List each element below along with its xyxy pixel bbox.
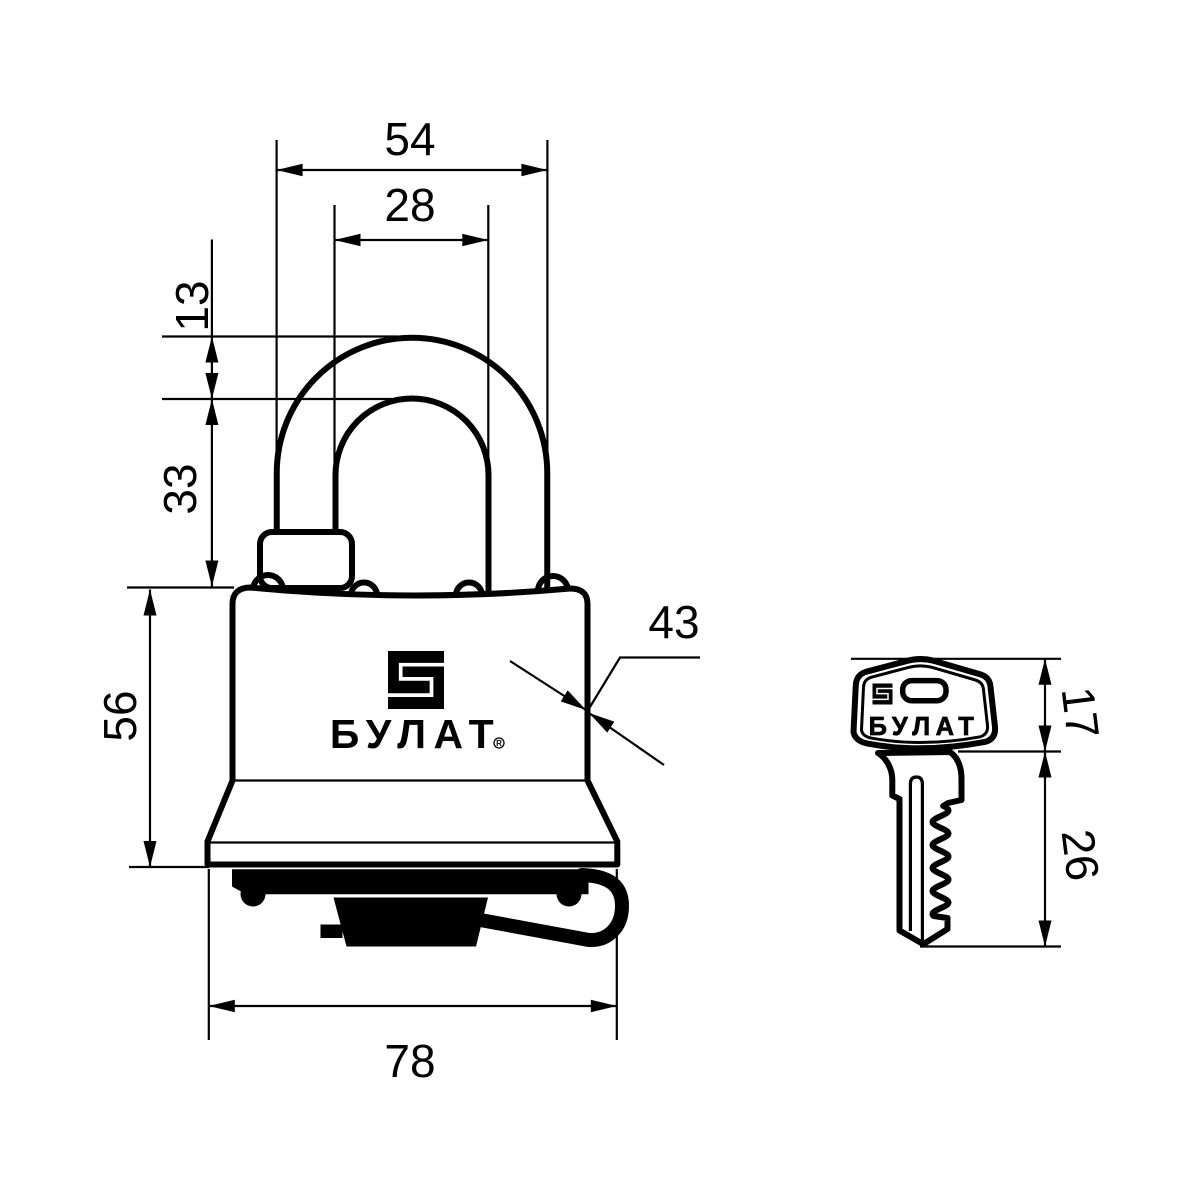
svg-text:БУЛАТ: БУЛАТ: [869, 713, 980, 741]
svg-text:78: 78: [384, 1035, 435, 1087]
svg-text:54: 54: [384, 113, 435, 165]
svg-text:43: 43: [648, 596, 699, 648]
svg-text:БУЛАТ: БУЛАТ: [330, 711, 501, 757]
svg-text:28: 28: [384, 179, 435, 231]
svg-text:R: R: [496, 739, 502, 748]
svg-text:56: 56: [94, 690, 146, 741]
svg-text:26: 26: [1052, 826, 1110, 883]
svg-text:13: 13: [166, 280, 218, 331]
svg-text:33: 33: [154, 463, 206, 514]
svg-text:17: 17: [1052, 684, 1110, 741]
